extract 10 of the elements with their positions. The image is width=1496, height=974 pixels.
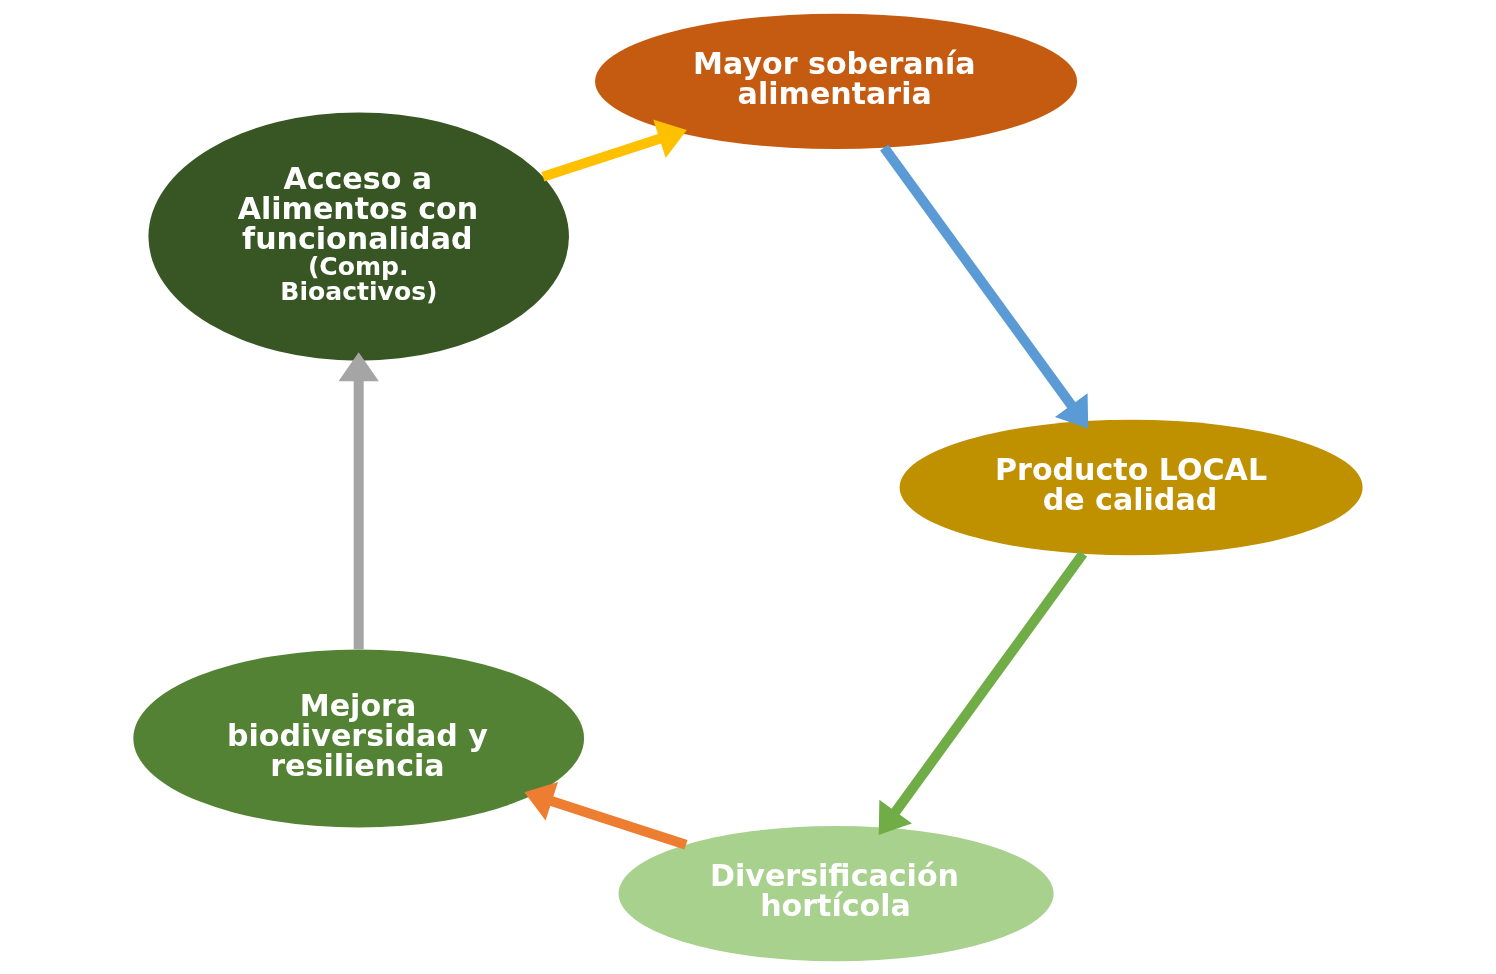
arrow [878, 550, 1088, 835]
node-ellipse: Acceso a Alimentos con funcionalidad (Comp. Bioactivos) [148, 111, 569, 361]
node-ellipse: Diversificación hortícola [618, 825, 1054, 961]
node-ellipse: Mejora biodiversidad y resiliencia [133, 649, 585, 827]
node-ellipse: Mayor soberanía alimentaria [595, 13, 1078, 149]
arrow [880, 144, 1089, 428]
arrow [541, 119, 687, 181]
arrow [524, 781, 688, 850]
arrow [338, 351, 379, 649]
node-ellipse: Producto LOCAL de calidad [899, 419, 1363, 555]
